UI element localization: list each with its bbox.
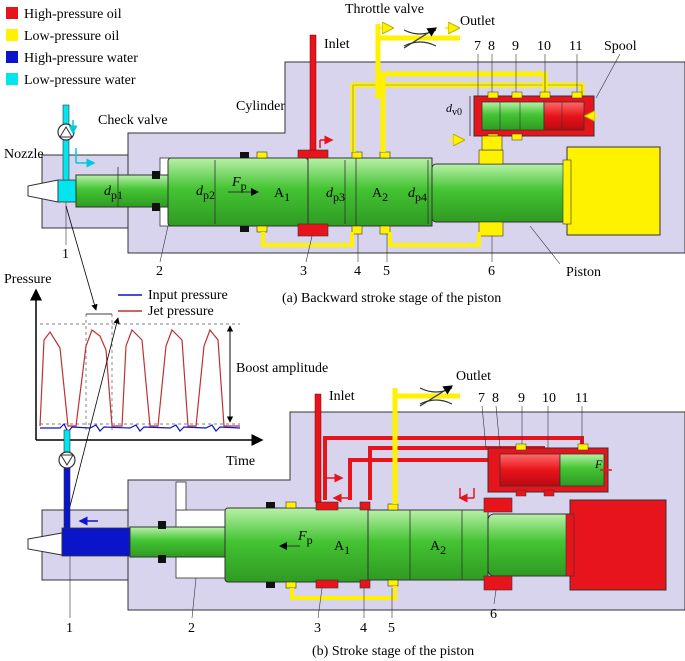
label-dp3: dp3	[326, 186, 345, 204]
number-2-b: 2	[188, 621, 195, 636]
piston-rod	[431, 163, 581, 223]
number-6: 6	[488, 264, 495, 279]
chamber-3	[297, 223, 329, 237]
label-a1: A1	[274, 186, 290, 204]
label-piston: Piston	[566, 265, 601, 280]
number-3-b: 3	[314, 621, 321, 636]
caption-b: (b) Stroke stage of the piston	[312, 644, 474, 659]
legend: High-pressure oil Low-pressure oil High-…	[6, 7, 138, 88]
number-8-b: 8	[492, 391, 499, 406]
legend-swatch-high-pressure-oil	[6, 7, 18, 19]
legend-label-high-pressure-water: High-pressure water	[24, 51, 138, 66]
label-a2: A2	[372, 186, 388, 204]
legend-swatch-high-pressure-water	[6, 51, 18, 63]
spool-green	[481, 101, 545, 131]
number-11-b: 11	[575, 391, 588, 406]
number-10: 10	[537, 39, 551, 54]
piston-end-chamber	[566, 146, 661, 236]
piston-mid-b	[367, 509, 489, 581]
label-dp2: dp2	[196, 184, 215, 202]
oil-pipe-yellow-3	[375, 24, 381, 99]
water-chamber	[57, 179, 77, 203]
legend-label-high-pressure-oil: High-pressure oil	[24, 7, 122, 22]
plunger-small	[75, 174, 173, 208]
inlet-pipe	[309, 34, 317, 151]
number-11: 11	[569, 39, 582, 54]
number-7: 7	[474, 39, 481, 54]
label-fp: Fp	[231, 175, 247, 193]
spool-green-b	[559, 453, 605, 487]
number-2: 2	[156, 264, 163, 279]
label-throttle-valve: Throttle valve	[345, 2, 424, 17]
label-check-valve: Check valve	[98, 113, 168, 128]
number-7-b: 7	[478, 391, 485, 406]
plot-legend-jet: Jet pressure	[148, 304, 214, 319]
plot-y-label: Pressure	[4, 272, 51, 287]
inlet-pipe-b	[314, 393, 322, 503]
plot-input-pressure-line	[40, 422, 241, 434]
plunger-small-b	[129, 526, 231, 558]
number-1-b: 1	[66, 621, 73, 636]
water-chamber-b	[61, 527, 133, 557]
piston-mid	[307, 157, 433, 227]
plot-x-label: Time	[226, 454, 255, 469]
label-nozzle: Nozzle	[4, 147, 44, 162]
svg-text:F: F	[594, 457, 603, 471]
label-dp1: dp1	[104, 184, 123, 202]
number-6-b: 6	[490, 607, 497, 622]
label-inlet: Inlet	[324, 37, 350, 52]
label-outlet: Outlet	[460, 14, 495, 29]
water-inlet-pipe	[62, 104, 70, 181]
caption-a: (a) Backward stroke stage of the piston	[282, 291, 501, 306]
diagram-forward-stroke: F Inlet Outlet Fp A1 A2 7 8 9 10 11 1 2 …	[27, 369, 685, 659]
label-a2-b: A2	[430, 539, 446, 557]
label-fp-b: Fp	[297, 529, 313, 547]
number-9-b: 9	[518, 391, 525, 406]
number-8: 8	[488, 39, 495, 54]
number-9: 9	[512, 39, 519, 54]
number-5: 5	[383, 264, 390, 279]
label-dv0: dv0	[446, 101, 462, 118]
label-cylinder: Cylinder	[236, 99, 285, 114]
number-4: 4	[354, 264, 361, 279]
legend-swatch-low-pressure-oil	[6, 29, 18, 41]
legend-label-low-pressure-oil: Low-pressure oil	[24, 29, 119, 44]
plot-boost-amplitude: Boost amplitude	[236, 361, 328, 376]
diagram-backward-stroke: Throttle valve Outlet Inlet Spool Cylind…	[4, 2, 685, 306]
nozzle-tip	[27, 179, 59, 203]
number-4-b: 4	[360, 621, 367, 636]
nozzle-tip-b	[27, 532, 63, 556]
number-5-b: 5	[388, 621, 395, 636]
number-1: 1	[62, 247, 69, 262]
number-3: 3	[300, 264, 307, 279]
label-dp4: dp4	[408, 186, 427, 204]
label-a1-b: A1	[334, 539, 350, 557]
number-10-b: 10	[542, 391, 556, 406]
plot-jet-pressure-line	[39, 328, 240, 427]
plot-legend-input: Input pressure	[148, 288, 228, 303]
legend-swatch-low-pressure-water	[6, 73, 18, 85]
label-outlet-b: Outlet	[456, 369, 491, 384]
label-inlet-b: Inlet	[329, 389, 355, 404]
legend-label-low-pressure-water: Low-pressure water	[24, 73, 136, 88]
label-spool: Spool	[604, 39, 637, 54]
pressure-plot: Pressure Time Input pressure Jet pressur…	[4, 205, 328, 523]
